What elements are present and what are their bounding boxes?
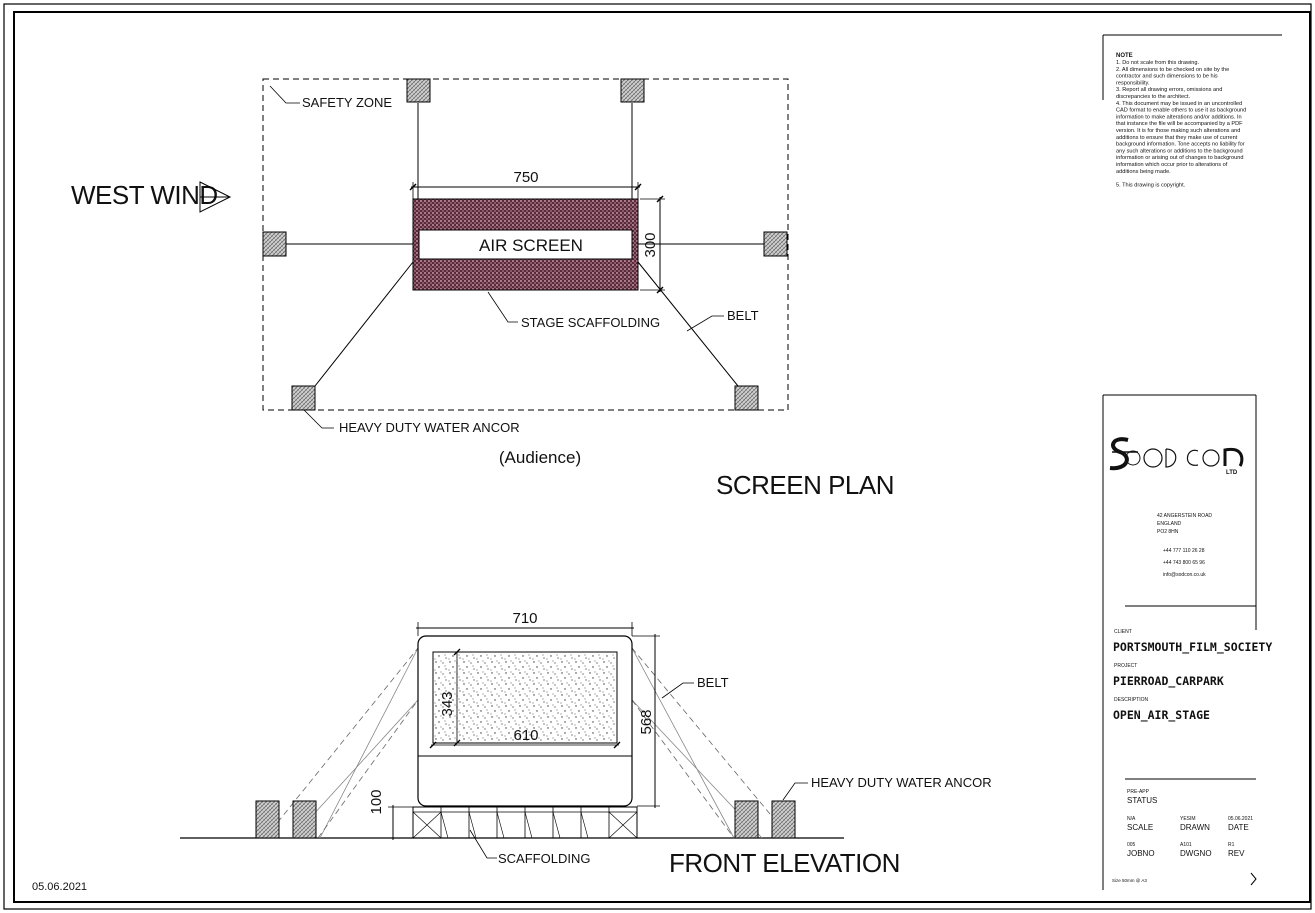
note-line: 3. Report all drawing errors, omissions …	[1116, 87, 1222, 93]
water-anchor	[292, 800, 317, 839]
safety-zone-boundary	[262, 78, 789, 411]
scaffolding-base	[412, 806, 638, 839]
title-block: LTD 42 ANGERSTEIN ROAD ENGLAND PO2 8HN +…	[1102, 394, 1272, 890]
phone-number: +44 743 800 65 96	[1163, 560, 1205, 566]
elevation-scaffolding-label: SCAFFOLDING	[498, 851, 590, 866]
description-value: OPEN_AIR_STAGE	[1113, 708, 1210, 723]
note-line: information which occur prior to alterat…	[1116, 162, 1228, 168]
screen-plan: AIR SCREEN 750 300 WEST WIND SAFETY ZONE…	[71, 78, 895, 500]
water-anchor	[771, 800, 796, 839]
note-line: any such alterations or additions to the…	[1116, 148, 1243, 154]
address-line: 42 ANGERSTEIN ROAD	[1157, 513, 1212, 519]
status-value: PRE-APP	[1127, 789, 1150, 795]
jobno-label: JOBNO	[1127, 849, 1155, 858]
elevation-screen-height: 343	[439, 691, 456, 716]
plan-belt-label: BELT	[727, 308, 759, 323]
water-anchor	[734, 385, 759, 411]
front-elevation: 710 610 343 568 100 BELT HEAVY DUTY WATE…	[180, 610, 992, 878]
scale-label: SCALE	[1127, 823, 1153, 832]
note-line: responsibility.	[1116, 80, 1150, 86]
client-label: CLIENT	[1114, 629, 1132, 635]
status-label: STATUS	[1127, 796, 1157, 805]
project-label: PROJECT	[1114, 663, 1137, 669]
notes-block: NOTE 1. Do not scale from this drawing. …	[1102, 34, 1282, 188]
outer-border	[3, 3, 1312, 910]
plan-depth-dimension: 300	[642, 232, 659, 257]
jobno-value: 005	[1127, 842, 1136, 848]
chevron-right-icon	[1250, 872, 1257, 886]
water-anchor	[262, 231, 287, 257]
projection-surface	[432, 651, 618, 744]
note-line: information to make alterations and/or a…	[1116, 114, 1242, 120]
water-anchor	[406, 78, 431, 103]
front-elevation-title: FRONT ELEVATION	[669, 848, 900, 878]
rev-label: REV	[1228, 849, 1245, 858]
water-anchor	[763, 231, 788, 257]
elevation-overall-height: 568	[638, 709, 655, 734]
date-value: 05.06.2021	[1228, 816, 1253, 822]
titleblock-footer: Size 50mm @ A3	[1112, 878, 1147, 883]
elevation-overall-width: 710	[512, 610, 537, 627]
audience-label: (Audience)	[499, 448, 581, 467]
inner-border	[13, 11, 1311, 903]
rev-value: R1	[1228, 842, 1235, 848]
note-line: discrepancies to the architect.	[1116, 94, 1190, 100]
note-line: version. It is for those making such alt…	[1116, 128, 1240, 134]
safety-zone-label: SAFETY ZONE	[302, 95, 392, 110]
notes-heading: NOTE	[1116, 53, 1133, 59]
screen-plan-title: SCREEN PLAN	[716, 470, 894, 500]
address-line: PO2 8HN	[1157, 529, 1179, 535]
email-address: info@sodcon.co.uk	[1163, 572, 1206, 578]
note-line: CAD format to enable others to use it as…	[1116, 108, 1246, 114]
elevation-anchor-label: HEAVY DUTY WATER ANCOR	[811, 775, 992, 790]
elevation-belt-label: BELT	[697, 675, 729, 690]
note-line: 5. This drawing is copyright.	[1116, 182, 1186, 188]
address-line: ENGLAND	[1157, 521, 1182, 527]
note-line: 4. This document may be issued in an unc…	[1116, 101, 1242, 107]
sodcon-logo: LTD	[1109, 437, 1244, 476]
drawn-label: DRAWN	[1180, 823, 1210, 832]
note-line: information or arising out of changes to…	[1116, 155, 1244, 161]
wind-arrow-icon	[199, 181, 232, 213]
dwgno-value: A101	[1180, 842, 1192, 848]
plan-width-dimension: 750	[513, 169, 538, 186]
project-value: PIERROAD_CARPARK	[1113, 674, 1224, 689]
west-wind-label: WEST WIND	[71, 180, 218, 210]
water-anchor	[291, 385, 316, 411]
elevation-screen-width: 610	[513, 727, 538, 744]
note-line: 1. Do not scale from this drawing.	[1116, 60, 1199, 66]
sheet-date-stamp: 05.06.2021	[32, 881, 87, 893]
description-label: DESCRIPTION	[1114, 697, 1149, 703]
client-value: PORTSMOUTH_FILM_SOCIETY	[1113, 640, 1272, 655]
logo-suffix: LTD	[1226, 470, 1238, 476]
water-anchor	[620, 78, 645, 103]
elevation-base-height: 100	[368, 789, 385, 814]
plan-anchor-label: HEAVY DUTY WATER ANCOR	[339, 420, 520, 435]
scale-value: N/A	[1127, 816, 1136, 822]
note-line: additions being made.	[1116, 169, 1171, 175]
air-screen-label: AIR SCREEN	[479, 236, 583, 255]
date-label: DATE	[1228, 823, 1249, 832]
note-line: background information. Tone accepts no …	[1116, 142, 1245, 148]
air-screen-plan	[418, 229, 633, 260]
note-line: contractor and such dimensions to be his	[1116, 74, 1218, 80]
phone-number: +44 777 110 26 28	[1163, 548, 1205, 554]
stage-scaffolding-label: STAGE SCAFFOLDING	[521, 315, 660, 330]
note-line: 2. All dimensions to be checked on site …	[1116, 67, 1229, 73]
water-anchor	[255, 800, 280, 839]
dwgno-label: DWGNO	[1180, 849, 1212, 858]
note-line: additions to ensure that they make use o…	[1116, 135, 1238, 141]
drawn-value: YESIM	[1180, 816, 1196, 822]
water-anchor	[734, 800, 759, 839]
note-line: that instance the file will be accompani…	[1116, 121, 1243, 127]
